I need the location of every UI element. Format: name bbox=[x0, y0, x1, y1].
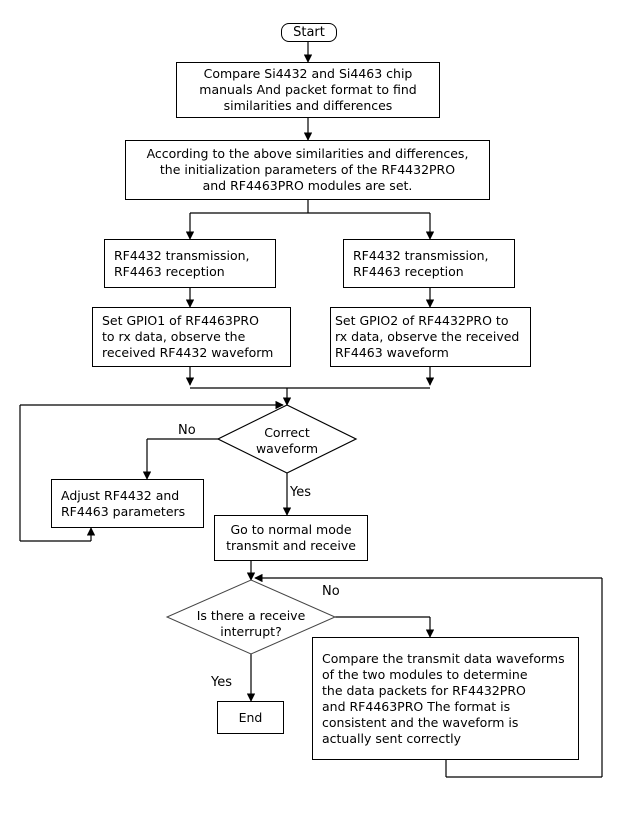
label-yes-interrupt: Yes bbox=[211, 675, 232, 690]
label-yes-waveform: Yes bbox=[290, 485, 311, 500]
step-right-transmission: RF4432 transmission, RF4463 reception bbox=[343, 239, 515, 288]
label-no-waveform: No bbox=[178, 423, 196, 438]
step-right-gpio: Set GPIO2 of RF4432PRO to rx data, obser… bbox=[330, 307, 531, 367]
step-init-parameters: According to the above similarities and … bbox=[125, 140, 490, 200]
label-no-interrupt: No bbox=[322, 584, 340, 599]
step-compare-manuals: Compare Si4432 and Si4463 chip manuals A… bbox=[176, 62, 440, 118]
step-left-transmission: RF4432 transmission, RF4463 reception bbox=[104, 239, 276, 288]
start-terminal: Start bbox=[281, 23, 337, 42]
decision-waveform-label: Correct waveform bbox=[255, 425, 319, 456]
step-normal-mode: Go to normal mode transmit and receive bbox=[214, 515, 368, 561]
decision-waveform-shape bbox=[216, 404, 358, 474]
step-adjust-parameters: Adjust RF4432 and RF4463 parameters bbox=[51, 479, 204, 528]
decision-interrupt-shape bbox=[165, 579, 337, 655]
end-terminal: End bbox=[217, 701, 284, 734]
step-compare-waveforms: Compare the transmit data waveforms of t… bbox=[312, 637, 579, 760]
decision-interrupt-label: Is there a receive interrupt? bbox=[196, 608, 306, 639]
step-left-gpio: Set GPIO1 of RF4463PRO to rx data, obser… bbox=[92, 307, 291, 367]
